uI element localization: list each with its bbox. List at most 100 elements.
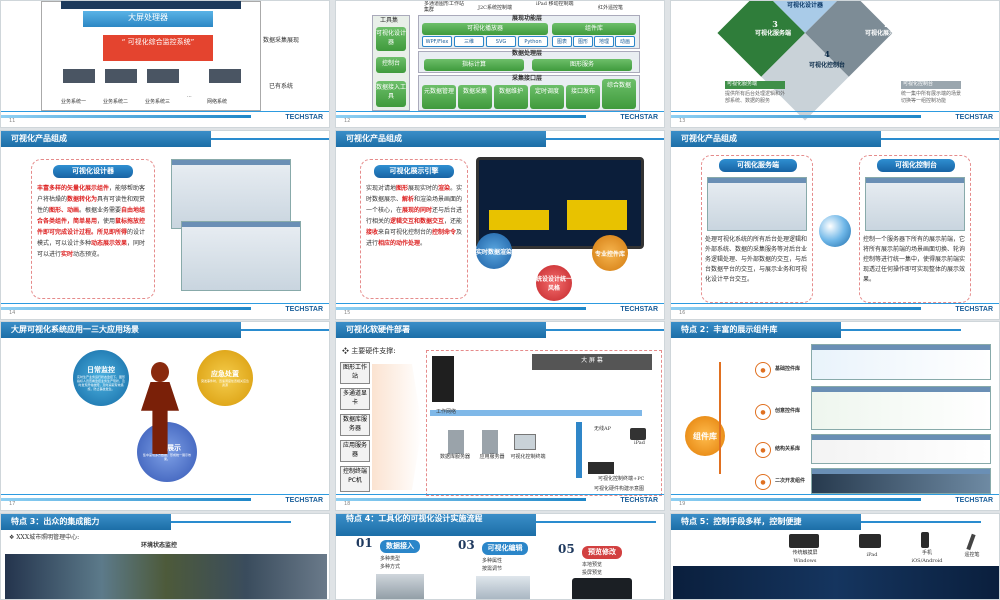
step-image	[476, 576, 530, 599]
step-item: 多种方式	[380, 564, 401, 570]
scenario-text: 突发事件时，迅速调度处置相关应急资源	[201, 379, 250, 387]
system-label: 业务系统二	[103, 99, 129, 105]
techstar-logo: TECHSTAR	[620, 306, 658, 313]
slide-title: 特点 4：工具化的可视化设计实施流程	[336, 514, 656, 536]
slide-footer: 15 TECHSTAR	[336, 303, 664, 319]
legend-left-bar	[725, 81, 785, 89]
hw-item: 数据库服务器	[340, 414, 370, 436]
text-card	[360, 159, 468, 299]
slide-scenarios[interactable]: 大屏可视化系统应用一三大应用场景 日常监控 实时生产业务运行状态监控下，图形指标…	[0, 321, 330, 511]
component-hub: 组件库	[685, 416, 725, 456]
legend-left-text: 提供所有后台处理逻辑和外部系统、数据的服务	[725, 91, 786, 104]
component-preview	[811, 386, 991, 430]
server-icon	[448, 430, 464, 454]
page-number: 17	[9, 501, 16, 507]
top-label: iPad 移动控制端	[536, 1, 574, 7]
screen-bars	[489, 180, 549, 230]
quad-num: 2	[884, 19, 890, 29]
slide-title: 大屏可视化系统应用一三大应用场景	[1, 322, 329, 338]
show-layer-label: 展现功能层	[512, 15, 543, 22]
globe-icon	[819, 215, 851, 247]
step-item: 本地预览	[582, 562, 603, 568]
tool-data-import[interactable]: 数据接入工具	[376, 81, 406, 107]
collect-layer-label: 采集接口层	[512, 75, 543, 82]
tool-designer[interactable]: 可视化设计器	[376, 27, 406, 51]
hardware-bullet: ❖ 主要硬件支撑:	[342, 347, 396, 355]
diagram-caption: 可视化硬件构建示意图	[594, 486, 645, 492]
slide-component-lib[interactable]: 特点 2：丰富的展示组件库 组件库 ● 基础控件库 ● 创意控件库 ● 结构关系…	[670, 321, 1000, 511]
lib-item-label: 创意控件库	[775, 408, 801, 414]
system-label: 业务系统三	[145, 99, 171, 105]
server-icon	[63, 69, 95, 83]
slide-quadrant[interactable]: 可视化设计器 2 可视化展示引擎 3 可视化服务端 4 可视化控制台 可视化服务…	[670, 0, 1000, 128]
scenario-title: 应急处置	[211, 370, 239, 378]
step-item: 多种类型	[380, 556, 401, 562]
slide-workflow[interactable]: 特点 4：工具化的可视化设计实施流程 01 数据接入 多种类型 多种方式 03 …	[335, 513, 665, 600]
server-label: 数据库服务器	[439, 454, 470, 460]
quad-label: 可视化控制台	[808, 62, 845, 69]
hw-item: 控制终端PC机	[340, 466, 370, 492]
city-label: ❖ XXX城市照明管理中心:	[9, 534, 80, 541]
hub-node-icon: ●	[755, 404, 771, 420]
console-screenshot	[865, 177, 965, 231]
badge-realtime: 实时数据渲染	[476, 233, 512, 269]
step-label: 数据接入	[380, 540, 420, 553]
data-item: 图形服务	[532, 59, 632, 71]
system-label: 业务系统一	[61, 99, 87, 105]
data-layer-label: 数据处理层	[512, 50, 543, 57]
card-text: 丰富多样的矢量化展示组件，能够帮助客户将枯燥的数据转化为具有可读性和观赏性的图形…	[37, 185, 146, 258]
legend-right-title: 可视化控制台	[903, 81, 934, 87]
phone-icon	[921, 532, 929, 548]
step-num: 03	[458, 538, 475, 552]
page-number: 15	[344, 310, 351, 316]
slide-title: 可视化产品组成	[336, 131, 664, 147]
step-label: 预览修改	[582, 546, 622, 559]
step-num: 05	[558, 542, 575, 556]
slide-control[interactable]: 特点 5：控制手段多样，控制便捷 传统触摸屏 Windows iPad 手机 i…	[670, 513, 1000, 600]
slide-title: 特点 2：丰富的展示组件库	[671, 322, 961, 338]
lib-item-label: 结构关系库	[775, 446, 801, 452]
page-number: 12	[344, 118, 351, 124]
slide-designer[interactable]: 可视化产品组成 可视化设计器 丰富多样的矢量化展示组件，能够帮助客户将枯燥的数据…	[0, 130, 330, 320]
page-number: 13	[679, 118, 686, 124]
legend-right-text: 统一集中所有展示端的场景切换等一组控制功能	[901, 91, 962, 104]
server-label: 应用服务器	[479, 454, 505, 460]
step-item: 多种属性	[482, 558, 503, 564]
page-number: 19	[679, 501, 686, 507]
screen-bars	[567, 180, 627, 230]
side-label-top: 数据采集展现	[263, 37, 300, 44]
hub-node-icon: ●	[755, 442, 771, 458]
monitor-system-box: “ 可视化综合监控系统”	[103, 35, 213, 61]
server-icon	[209, 69, 241, 83]
page-number: 14	[9, 310, 16, 316]
slide-integration[interactable]: 特点 3：出众的集成能力 ❖ XXX城市照明管理中心: 环境状态监控	[0, 513, 330, 600]
component-preview	[811, 468, 991, 494]
slide-architecture[interactable]: 大屏处理器 “ 可视化综合监控系统” 数据采集展现 已有系统 业务系统一 业务系…	[0, 0, 330, 128]
slide-footer: 19 TECHSTAR	[671, 494, 999, 510]
slide-layers[interactable]: 多通道图形工作站集群 J2C系统控制端 iPad 移动控制端 红外遥控笔 工具集…	[335, 0, 665, 128]
page-number: 18	[344, 501, 351, 507]
techstar-logo: TECHSTAR	[955, 497, 993, 504]
lib-item: 图表	[552, 36, 572, 47]
wifi-label: 无线AP	[594, 426, 611, 432]
monitor-wall	[5, 554, 327, 599]
card-pill: 可视化服务端	[719, 159, 797, 172]
engine-item: WPF/Flex	[422, 36, 452, 47]
designer-screenshot	[181, 221, 301, 291]
component-lib-box: 组件库	[552, 23, 636, 35]
lib-item: 图形	[573, 36, 593, 47]
workstation-icon	[432, 356, 454, 402]
slide-deployment[interactable]: 可视化软硬件部署 ❖ 主要硬件支撑: 图形工作站 多通道显卡 数据库服务器 应用…	[335, 321, 665, 511]
slide-engine[interactable]: 可视化产品组成 可视化展示引擎 实现对请地图形展现实时的渲染。实时数据展示、解析…	[335, 130, 665, 320]
terminal-label: 可视化控制终端+PC	[598, 476, 645, 482]
techstar-logo: TECHSTAR	[285, 114, 323, 121]
tool-console[interactable]: 控制台	[376, 57, 406, 73]
engine-item: 三维	[454, 36, 484, 47]
slide-server-console[interactable]: 可视化产品组成 可视化服务端 处理可视化系统的所有后台处理逻辑和外部系统、数据的…	[670, 130, 1000, 320]
page-number: 11	[9, 118, 16, 124]
hw-item: 多通道显卡	[340, 388, 370, 410]
quad-num: 3	[772, 19, 778, 29]
